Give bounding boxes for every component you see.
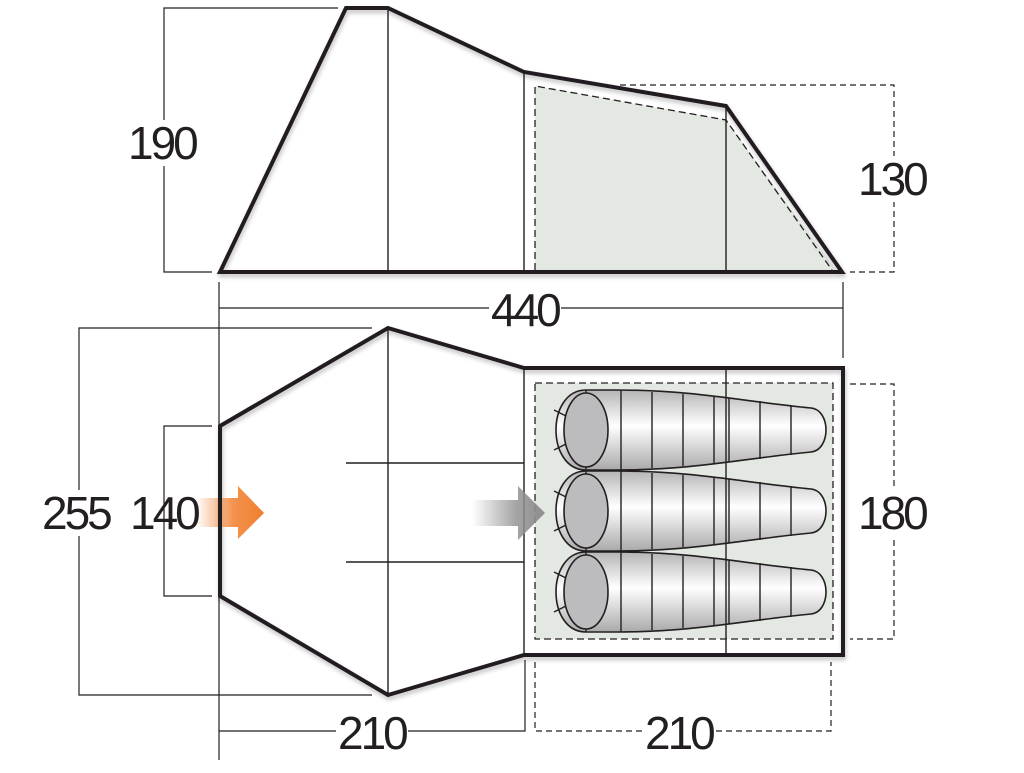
door-width-dimension-line	[163, 425, 212, 597]
porch-length-label: 210	[336, 707, 409, 759]
total-length-label: 440	[489, 284, 562, 336]
max-height-label: 190	[126, 117, 199, 169]
bedroom-length-label: 210	[643, 707, 716, 759]
bedroom-length-dimension-line	[534, 662, 832, 732]
plan-view	[78, 325, 895, 732]
bedroom-width-label: 180	[856, 487, 929, 539]
door-width-label: 140	[130, 487, 201, 539]
total-width-label: 255	[40, 487, 113, 539]
inner-height-dimension-line	[620, 84, 895, 273]
inner-tent-fill	[535, 86, 836, 270]
inner-height-label: 130	[856, 153, 929, 205]
side-elevation	[163, 6, 895, 760]
inner-tent-outline	[534, 85, 833, 271]
porch-length-dimension-line	[219, 660, 526, 732]
outer-shell-plan	[218, 325, 845, 698]
inner-door-arrow-icon	[472, 486, 545, 540]
entry-arrow-icon	[196, 486, 264, 539]
